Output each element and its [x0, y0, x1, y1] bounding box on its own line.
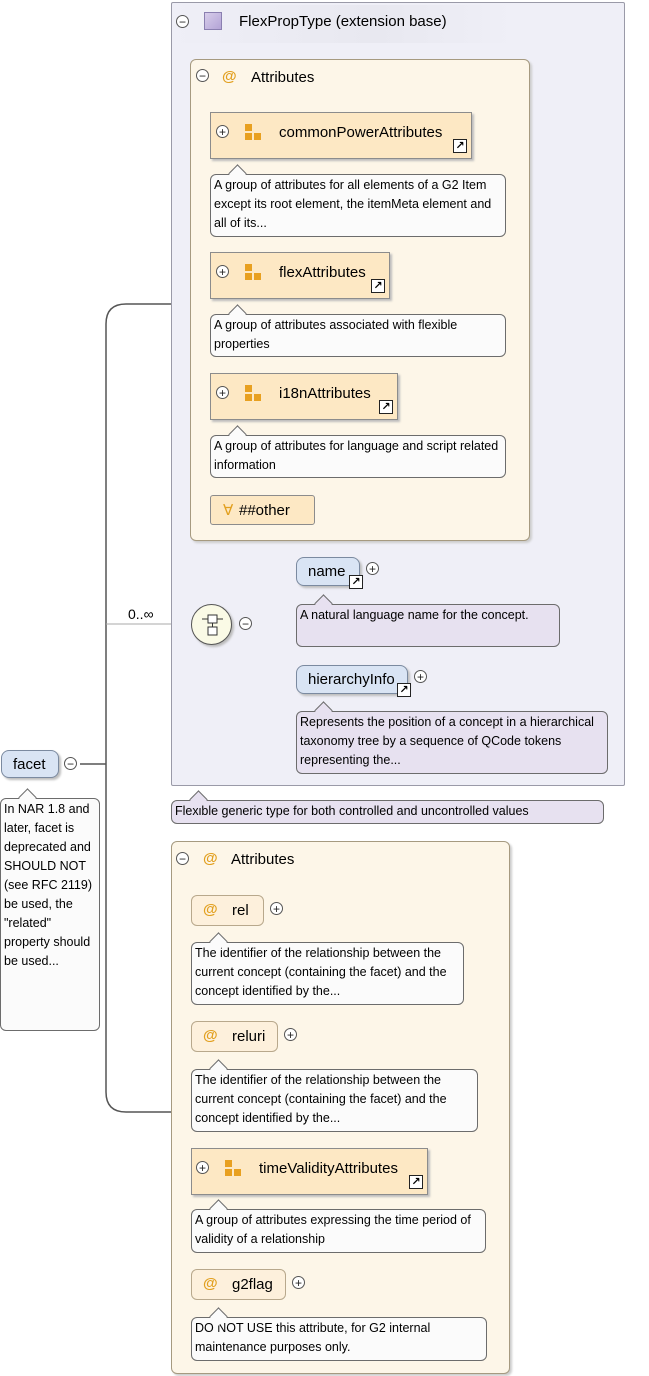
expand-icon[interactable]: + [366, 562, 379, 575]
element-hierarchyInfo-label: hierarchyInfo [308, 671, 395, 688]
expand-icon[interactable]: + [216, 386, 229, 399]
sequence-compositor-icon[interactable] [191, 604, 232, 645]
attribute-group-label: timeValidityAttributes [259, 1160, 398, 1177]
attribute-group-icon [245, 385, 263, 403]
annotation-timeValidityAttributes: A group of attributes expressing the tim… [191, 1209, 486, 1253]
annotation-g2flag: DO NOT USE this attribute, for G2 intern… [191, 1317, 487, 1361]
root-element-facet[interactable]: facet [1, 750, 59, 778]
annotation-hierarchyInfo: Represents the position of a concept in … [296, 711, 608, 774]
attribute-group-label: commonPowerAttributes [279, 124, 443, 141]
expand-icon[interactable]: + [216, 265, 229, 278]
expand-icon[interactable]: + [196, 1161, 209, 1174]
link-icon[interactable]: ↗ [397, 683, 411, 697]
attribute-at-icon: @ [203, 901, 218, 918]
collapse-icon[interactable]: − [176, 15, 189, 28]
expand-icon[interactable]: + [284, 1028, 297, 1041]
root-annotation: In NAR 1.8 and later, facet is deprecate… [0, 798, 100, 1031]
attribute-group-icon [225, 1160, 243, 1178]
inherited-attributes-title: Attributes [251, 69, 315, 86]
collapse-icon[interactable]: − [176, 852, 189, 865]
expand-icon[interactable]: + [414, 670, 427, 683]
attribute-group-label: i18nAttributes [279, 385, 371, 402]
link-icon[interactable]: ↗ [349, 575, 363, 589]
attribute-group-flexAttributes[interactable] [210, 252, 390, 299]
annotation-flexAttributes: A group of attributes associated with fl… [210, 314, 506, 357]
annotation-i18nAttributes: A group of attributes for language and s… [210, 435, 506, 478]
any-attribute-icon: ∀ [223, 502, 234, 519]
link-icon[interactable]: ↗ [409, 1175, 423, 1189]
link-icon[interactable]: ↗ [453, 139, 467, 153]
element-name[interactable]: name [296, 557, 360, 586]
attribute-at-icon: @ [203, 850, 218, 867]
attribute-at-icon: @ [203, 1027, 218, 1044]
extension-type-titlebar [172, 5, 512, 43]
expand-icon[interactable]: + [270, 902, 283, 915]
root-element-label: facet [13, 756, 46, 773]
attribute-rel[interactable]: @ rel [191, 895, 264, 926]
link-icon[interactable]: ↗ [379, 400, 393, 414]
attribute-group-commonPowerAttributes[interactable] [210, 112, 472, 159]
complex-type-icon [204, 12, 222, 30]
attribute-group-i18nAttributes[interactable] [210, 373, 398, 420]
annotation-commonPowerAttributes: A group of attributes for all elements o… [210, 174, 506, 237]
cardinality-label: 0..∞ [128, 606, 154, 622]
any-attribute[interactable]: ∀ ##other [210, 495, 315, 525]
collapse-icon[interactable]: − [239, 617, 252, 630]
expand-icon[interactable]: + [292, 1276, 305, 1289]
extension-type-annotation: Flexible generic type for both controlle… [171, 800, 604, 824]
attribute-g2flag[interactable]: @ g2flag [191, 1269, 286, 1300]
expand-icon[interactable]: + [216, 125, 229, 138]
any-attribute-label: ##other [239, 502, 290, 519]
extension-type-title: FlexPropType (extension base) [239, 13, 447, 30]
annotation-name: A natural language name for the concept. [296, 604, 560, 647]
attribute-at-icon: @ [222, 68, 237, 85]
attribute-g2flag-label: g2flag [232, 1276, 273, 1293]
annotation-rel: The identifier of the relationship betwe… [191, 942, 464, 1005]
attribute-reluri[interactable]: @ reluri [191, 1021, 278, 1052]
attribute-reluri-label: reluri [232, 1028, 266, 1045]
attribute-group-label: flexAttributes [279, 264, 366, 281]
attribute-rel-label: rel [232, 902, 249, 919]
annotation-reluri: The identifier of the relationship betwe… [191, 1069, 478, 1132]
own-attributes-title: Attributes [231, 851, 295, 868]
attribute-group-icon [245, 124, 263, 142]
collapse-icon[interactable]: − [196, 69, 209, 82]
attribute-group-icon [245, 264, 263, 282]
element-name-label: name [308, 563, 346, 580]
element-hierarchyInfo[interactable]: hierarchyInfo [296, 665, 408, 694]
attribute-at-icon: @ [203, 1275, 218, 1292]
collapse-icon[interactable]: − [64, 757, 77, 770]
link-icon[interactable]: ↗ [371, 279, 385, 293]
